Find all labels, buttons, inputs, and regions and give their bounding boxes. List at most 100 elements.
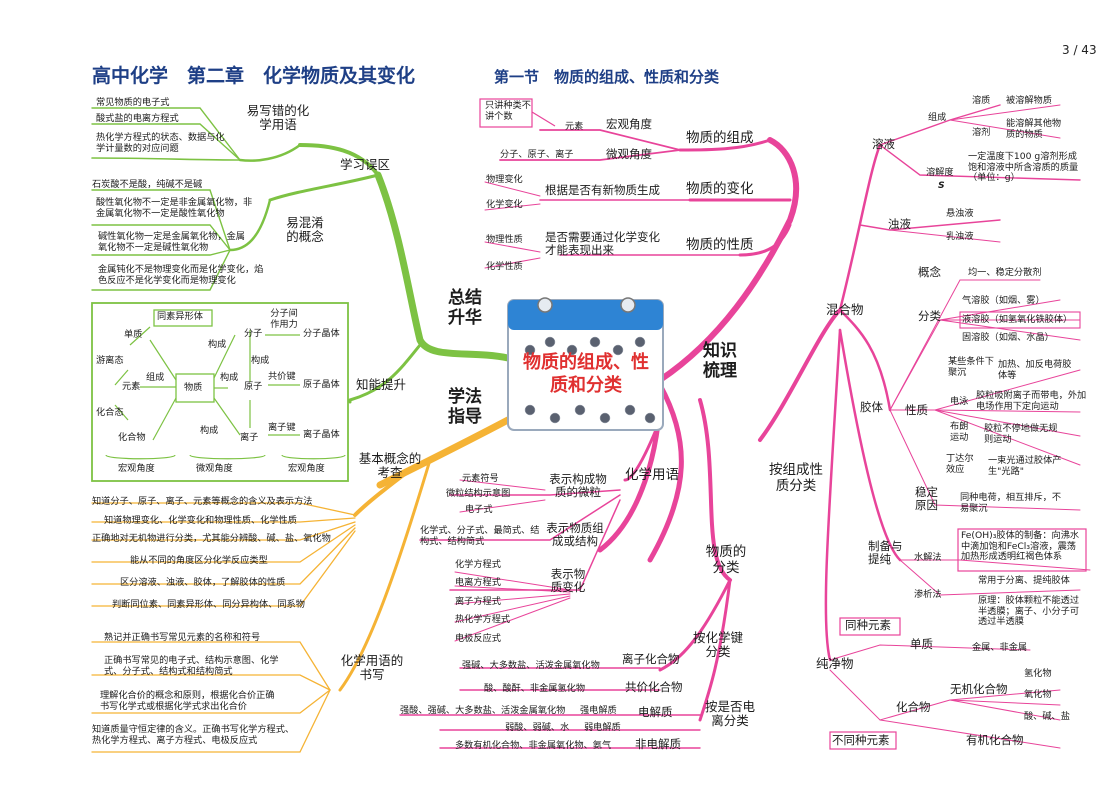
tc-huaxue-xingzhi: 化学性质	[486, 261, 523, 272]
yongyu-bianhua-3: 离子方程式	[455, 596, 501, 607]
butong-box	[829, 731, 897, 750]
tc-zucheng: 物质的组成	[686, 130, 754, 146]
tc-biaozhun-bianhua: 根据是否有新物质生成	[545, 183, 660, 197]
jiben-item-1: 知道分子、原子、离子、元素等概念的含义及表示方法	[92, 496, 313, 507]
r-fenlei: 分类	[918, 309, 941, 323]
dianli-qiang-desc: 强酸、强碱、大多数盐、活泼金属氧化物	[400, 705, 566, 716]
tongzhong-box	[839, 617, 901, 636]
r-juchen-desc: 加热、加反电荷胶体等	[998, 359, 1072, 381]
rel-yuanzijingti: 原子晶体	[303, 379, 340, 390]
r-rongjiedu: 溶解度	[926, 167, 954, 178]
note-pointer	[531, 111, 556, 127]
r-wuji: 无机化合物	[950, 682, 1008, 696]
branch-zhishi: 知识梳理	[703, 341, 737, 381]
r-ruzhuo: 乳浊液	[946, 231, 974, 242]
tc-huaxue-bianhua: 化学变化	[486, 199, 523, 210]
r-huahewu: 化合物	[896, 700, 931, 714]
zhineng-tisheng: 知能提升	[356, 377, 407, 392]
r-danzhi: 单质	[910, 637, 933, 651]
page-subtitle: 第一节 物质的组成、性质和分类	[494, 68, 720, 86]
rel-fenzi: 分子	[244, 328, 263, 339]
orange-branches	[91, 416, 512, 753]
r-gainian-desc: 均一、稳定分散剂	[968, 267, 1042, 278]
tc-wuli-bianhua: 物理变化	[486, 174, 523, 185]
yongyu-zucheng: 表示物质组成或结构	[546, 521, 604, 549]
rel-gongjiajian: 共价键	[268, 371, 296, 382]
r-wending: 稳定原因	[915, 485, 938, 513]
rel-tongsuyi: 同素异形体	[157, 311, 203, 322]
dianli-qiang: 强电解质	[580, 705, 617, 716]
rel-goucheng-1: 构成	[208, 339, 227, 350]
r-danzhi-desc: 金属、非金属	[972, 642, 1028, 653]
yihunxiao-item-3: 碱性氧化物一定是金属氧化物，金属氧化物不一定是碱性氧化物	[98, 231, 245, 253]
jiben-gainian: 基本概念的考查	[358, 451, 422, 481]
jiben-item-2: 知道物理变化、化学变化和物理性质、化学性质	[104, 515, 297, 526]
dianli-dianjiezhi: 电解质	[638, 705, 673, 719]
yongyu-bianhua: 表示物质变化	[550, 567, 586, 595]
yongyu-title: 化学用语	[625, 467, 679, 483]
note-box	[479, 98, 533, 128]
r-shuijie-desc: Fe(OH)₃胶体的制备：向沸水中滴加饱和FeCl₃溶液，震荡加热形成透明红褐色…	[961, 530, 1080, 563]
jiben-item-5: 区分溶液、浊液、胶体，了解胶体的性质	[120, 577, 286, 588]
center-calendar	[507, 297, 664, 431]
rel-fenzijian: 分子间作用力	[270, 308, 298, 330]
rel-hongguan: 宏观角度	[118, 463, 155, 474]
yongyu-weili-1: 元素符号	[462, 473, 499, 484]
branch-zongjie: 总结升华	[448, 288, 482, 328]
rel-yuansu: 元素	[122, 381, 141, 392]
yongyu-zucheng-item: 化学式、分子式、最简式、结构式、结构简式	[420, 525, 540, 547]
jian-lizi: 离子化合物	[622, 652, 680, 666]
tc-weiguan: 微观角度	[606, 147, 652, 161]
r-wending-desc: 同种电荷，相互排斥，不易聚沉	[960, 492, 1062, 514]
r-chunjingwu: 纯净物	[816, 656, 854, 671]
tongsuyi-box	[153, 309, 213, 327]
tc-yuansu: 元素	[565, 121, 584, 132]
rel-huahewu: 化合物	[118, 432, 146, 443]
fe-box	[957, 528, 1087, 572]
rel-yuanzi: 原子	[244, 381, 263, 392]
note-text: 只讲种类不讲个数	[485, 100, 531, 122]
yongyu-bianhua-2: 电离方程式	[455, 577, 501, 588]
rel-lizijian: 离子键	[268, 422, 296, 433]
tc-wuli-xingzhi: 物理性质	[486, 234, 523, 245]
yongyu-weili-2: 微粒结构示意图	[446, 488, 511, 499]
r-suanjianyan: 酸、碱、盐	[1024, 711, 1070, 722]
tc-bianhua: 物质的变化	[686, 181, 754, 197]
shuxie-item-2: 正确书写常见的电子式、结构示意图、化学式、分子式、结构式和结构简式	[104, 655, 279, 677]
r-gainian: 概念	[918, 265, 941, 279]
yixiecuo-item-1: 常见物质的电子式	[96, 97, 170, 108]
dianli-fei: 非电解质	[635, 737, 681, 751]
yihunxiao: 易混淆的概念	[286, 215, 324, 245]
rel-goucheng-3: 构成	[200, 425, 219, 436]
yongyu-bianhua-5: 电极反应式	[455, 633, 501, 644]
r-rongzhi-desc: 被溶解物质	[1006, 95, 1052, 106]
yongyu-bianhua-4: 热化学方程式	[455, 614, 511, 625]
r-xuanzhuo: 悬浊液	[946, 208, 974, 219]
yongyu-weili: 表示构成物质的微粒	[549, 472, 607, 500]
rel-lizi: 离子	[240, 432, 259, 443]
page-number: 3 / 43	[1062, 43, 1097, 57]
rel-danzhi: 单质	[124, 329, 143, 340]
xuexi-wuqu: 学习误区	[340, 157, 391, 172]
rel-hongguan-2: 宏观角度	[288, 463, 325, 474]
jiben-item-6: 判断同位素、同素异形体、同分异构体、同系物	[112, 599, 305, 610]
dianli-ruo: 弱电解质	[584, 722, 621, 733]
r-gu: 固溶胶（如烟、水晶）	[962, 332, 1054, 343]
r-dianyong: 电泳	[950, 396, 969, 407]
r-bulang-desc: 胶粒不停地做无规则运动	[984, 423, 1058, 445]
r-rongjiedu-sym: S	[938, 180, 945, 191]
jiben-item-4: 能从不同的角度区分化学反应类型	[130, 555, 268, 566]
r-jiaoti: 胶体	[860, 400, 883, 414]
rel-weiguan: 微观角度	[196, 463, 233, 474]
r-rongji: 溶剂	[972, 127, 991, 138]
r-juchen: 某些条件下聚沉	[948, 356, 994, 378]
rel-youlitai: 游离态	[96, 355, 124, 366]
shuxie-item-4: 知道质量守恒定律的含义。正确书写化学方程式、热化学方程式、离子方程式、电极反应式	[92, 724, 295, 746]
tc-xingzhi: 物质的性质	[686, 237, 754, 253]
r-dingdaer-desc: 一束光通过胶体产生"光路"	[988, 455, 1062, 477]
jiben-item-3: 正确地对无机物进行分类，尤其能分辨酸、碱、盐、氧化物	[92, 533, 331, 544]
r-dianyong-desc: 胶粒吸附离子而带电，外加电场作用下定向运动	[976, 390, 1087, 412]
tc-biaozhun-xingzhi: 是否需要通过化学变化才能表现出来	[545, 230, 660, 258]
r-hunhewu: 混合物	[826, 302, 864, 317]
